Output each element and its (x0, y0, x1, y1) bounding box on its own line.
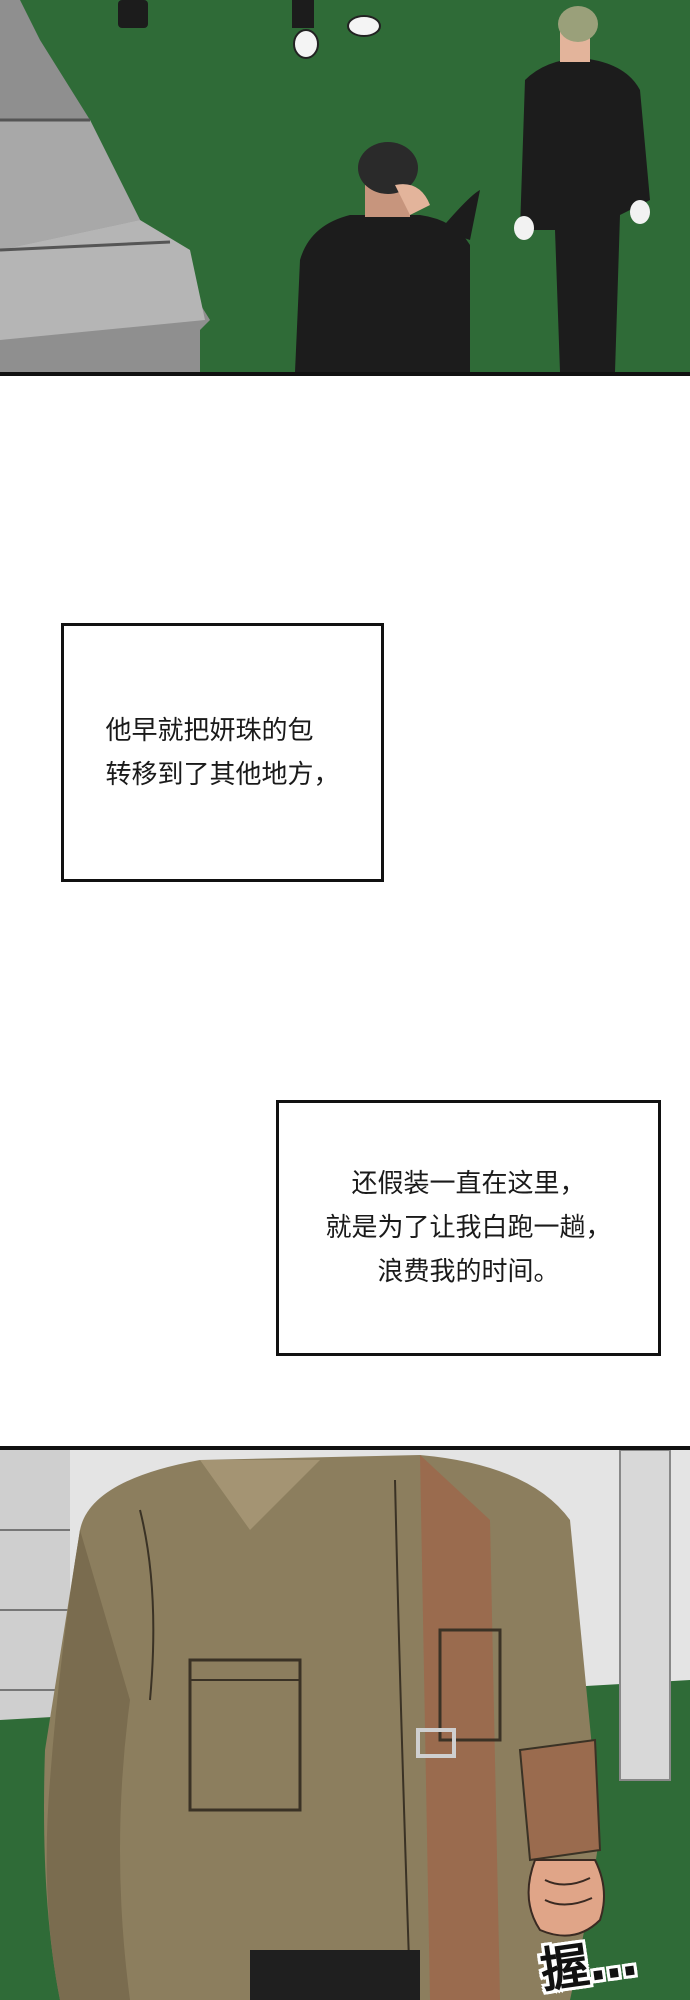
jacket-pocket (188, 1658, 302, 1812)
narration-line: 还假装一直在这里， (351, 1169, 586, 1199)
bottom-illustration-panel (0, 1446, 690, 2000)
tan-jacket (44, 1455, 602, 2000)
narration-text-1: 他早就把妍珠的包 转移到了其他地方， (105, 709, 339, 797)
narration-box-1: 他早就把妍珠的包 转移到了其他地方， (61, 623, 384, 882)
narration-line: 就是为了让我白跑一趟， (325, 1213, 612, 1243)
narration-text-2: 还假装一直在这里， 就是为了让我白跑一趟， 浪费我的时间。 (325, 1162, 611, 1294)
top-illustration-panel (0, 0, 690, 376)
belt-buckle (416, 1728, 456, 1758)
narration-line: 转移到了其他地方， (105, 759, 340, 790)
clenched-fist (527, 1859, 605, 1937)
suited-men-illustration (0, 0, 690, 372)
narration-line: 他早就把妍珠的包 (105, 715, 314, 746)
jacket-closeup-illustration (0, 1450, 690, 2000)
narration-line: 浪费我的时间。 (377, 1257, 560, 1287)
man-rubbing-neck (295, 142, 480, 372)
narration-box-2: 还假装一直在这里， 就是为了让我白跑一趟， 浪费我的时间。 (276, 1100, 661, 1356)
man-standing (514, 6, 650, 372)
sound-effect-text: 握… (537, 1930, 641, 2000)
